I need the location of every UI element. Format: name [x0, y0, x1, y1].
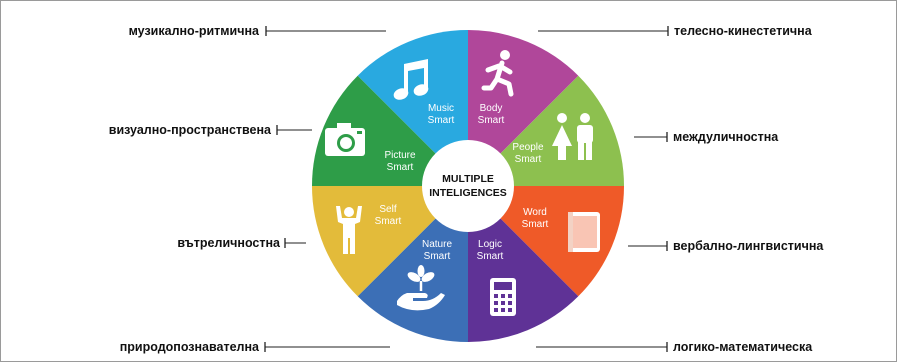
label-visual-spatial: визуално-пространствена: [108, 123, 271, 137]
center-title-line2: INTELIGENCES: [429, 187, 507, 199]
segment-picture: [311, 75, 468, 186]
plant-in-hand-icon: [397, 265, 445, 311]
segment-label-self: Self: [379, 204, 396, 215]
segment-label-picture: Picture: [384, 150, 416, 161]
label-verbal-linguistic: вербално-лингвистична: [673, 239, 824, 253]
running-person-icon: [481, 50, 514, 97]
center-circle: [422, 140, 514, 232]
segment-label-people-line2: Smart: [515, 154, 542, 165]
camera-icon: [325, 123, 365, 156]
book-icon: [568, 212, 600, 252]
segment-label-people: People: [512, 142, 544, 153]
segment-label-music-line2: Smart: [428, 115, 455, 126]
segment-label-body-line2: Smart: [478, 115, 505, 126]
segment-label-self-line2: Smart: [375, 216, 402, 227]
label-naturalistic: природопознавателна: [119, 340, 259, 354]
connector-lines: [264, 26, 669, 352]
label-intrapersonal: вътреличностна: [177, 236, 280, 250]
label-musical-rhythmic: музикално-ритмична: [128, 24, 259, 38]
person-arms-up-icon: [336, 206, 362, 254]
label-logical-mathematical: логико-математическа: [673, 340, 813, 354]
segment-music: [357, 29, 468, 186]
segment-label-logic: Logic: [478, 239, 502, 250]
music-note-icon: [393, 59, 429, 100]
label-interpersonal: междуличностна: [673, 130, 779, 144]
segment-nature: [357, 186, 468, 342]
segment-icons: [325, 50, 600, 316]
segment-label-nature-line2: Smart: [424, 251, 451, 262]
segment-label-word: Word: [523, 207, 547, 218]
calculator-icon: [490, 278, 516, 316]
segment-labels: MusicSmartBodySmartPeopleSmartWordSmartL…: [375, 103, 549, 262]
center-title-line1: MULTIPLE: [442, 173, 494, 185]
segment-label-music: Music: [428, 103, 454, 114]
label-bodily-kinesthetic: телесно-кинестетична: [674, 24, 812, 38]
segment-label-body: Body: [480, 103, 503, 114]
segment-label-picture-line2: Smart: [387, 162, 414, 173]
segment-label-logic-line2: Smart: [477, 251, 504, 262]
segment-label-word-line2: Smart: [522, 219, 549, 230]
people-icon: [552, 113, 593, 160]
segment-label-nature: Nature: [422, 239, 452, 250]
segment-people: [468, 75, 624, 186]
